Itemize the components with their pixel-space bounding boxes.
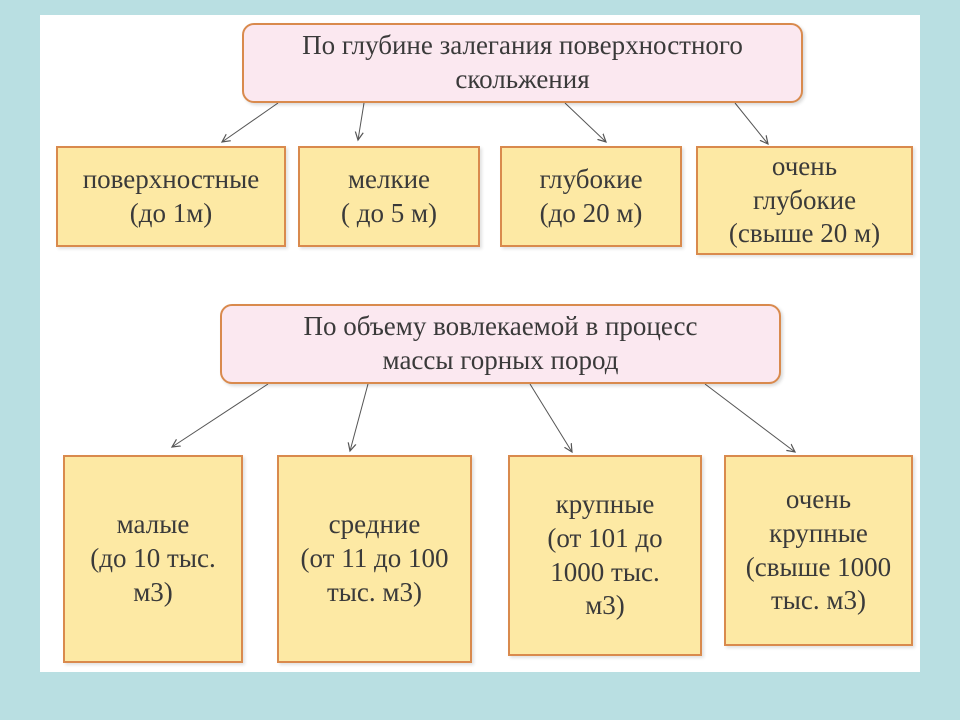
category-line: (до 10 тыс.: [90, 543, 216, 574]
header-line: скольжения: [455, 64, 590, 94]
category-line: средние: [328, 509, 421, 540]
category-line: тыс. м3): [326, 576, 422, 607]
category-shallow: мелкие ( до 5 м): [298, 146, 480, 247]
header-line: массы горных пород: [382, 345, 619, 375]
arrow-to-medium: [350, 383, 369, 451]
arrow-to-shallow: [358, 102, 365, 140]
header-volume: По объему вовлекаемой в процесс массы го…: [220, 304, 781, 384]
category-line: очень: [785, 484, 852, 514]
category-line: крупные: [555, 489, 655, 519]
arrow-to-very-deep: [734, 102, 768, 144]
category-line: м3): [133, 576, 173, 607]
header-depth: По глубине залегания поверхностного скол…: [242, 23, 803, 103]
arrow-to-large: [529, 383, 572, 452]
category-medium: средние (от 11 до 100 тыс. м3): [277, 455, 472, 663]
category-line: малые: [116, 509, 190, 540]
category-line: (свыше 20 м): [728, 218, 881, 249]
category-deep: глубокие (до 20 м): [500, 146, 682, 247]
arrow-to-very-large: [704, 383, 795, 452]
category-line: поверхностные: [82, 163, 260, 194]
category-line: тыс. м3): [770, 585, 866, 616]
category-line: (свыше 1000: [745, 551, 892, 582]
arrow-to-small: [172, 383, 269, 447]
category-line: мелкие: [347, 163, 431, 194]
category-line: (до 20 м): [539, 197, 643, 228]
category-line: 1000 тыс.: [550, 556, 660, 587]
category-line: м3): [585, 590, 625, 621]
category-very-large: очень крупные (свыше 1000 тыс. м3): [724, 455, 913, 646]
arrow-to-deep: [564, 102, 606, 142]
category-large: крупные (от 101 до 1000 тыс. м3): [508, 455, 702, 656]
category-small: малые (до 10 тыс. м3): [63, 455, 243, 663]
header-line: По глубине залегания поверхностного: [302, 30, 743, 61]
category-line: ( до 5 м): [340, 197, 438, 228]
category-line: (от 101 до: [547, 522, 663, 553]
category-line: (до 1м): [129, 197, 213, 228]
category-line: глубокие: [752, 184, 857, 215]
category-line: (от 11 до 100: [300, 543, 449, 574]
category-line: очень: [771, 150, 838, 181]
arrow-to-surface: [222, 102, 279, 142]
category-line: глубокие: [539, 163, 643, 194]
category-very-deep: очень глубокие (свыше 20 м): [696, 146, 913, 255]
category-surface: поверхностные (до 1м): [56, 146, 286, 247]
category-line: крупные: [769, 517, 868, 548]
header-line: По объему вовлекаемой в процесс: [303, 311, 698, 342]
